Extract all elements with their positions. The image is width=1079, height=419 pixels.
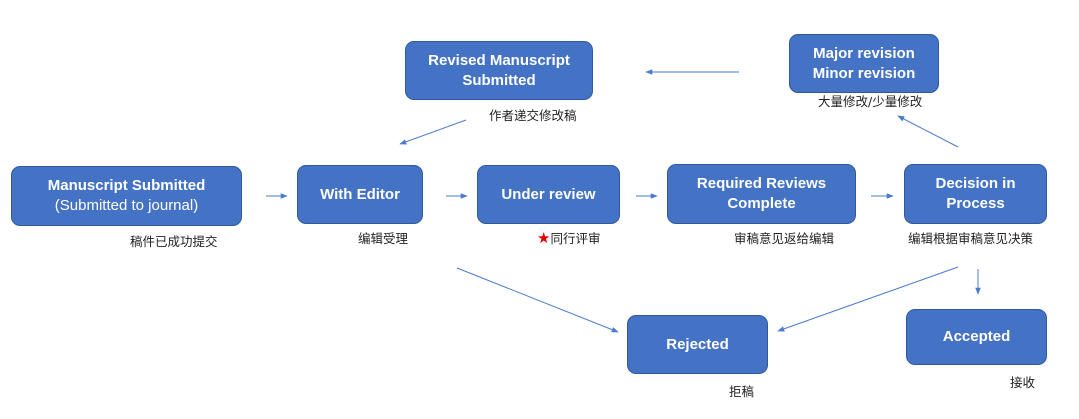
rejected-note: 拒稿: [729, 384, 755, 399]
revised-manuscript-note: 作者递交修改稿: [489, 108, 577, 123]
revised-manuscript-node: Revised Manuscript Submitted: [405, 41, 593, 100]
arrow-revised-to-editor: [399, 119, 467, 145]
with-editor-title: With Editor: [320, 185, 400, 203]
required-reviews-note: 审稿意见返给编辑: [734, 231, 835, 246]
with-editor-note: 编辑受理: [358, 231, 409, 246]
revised-manuscript-title-line1: Revised Manuscript: [428, 51, 570, 69]
under-review-note: 同行评审: [550, 231, 601, 246]
manuscript-submitted-note: 稿件已成功提交: [130, 234, 218, 249]
major-minor-revision-note: 大量修改/少量修改: [818, 94, 923, 109]
required-reviews-title-line1: Required Reviews: [696, 175, 827, 192]
manuscript-submitted-subtitle: (Submitted to journal): [54, 197, 199, 214]
rejected-node: Rejected: [627, 315, 768, 374]
under-review-note-wrap: ★同行评审: [537, 230, 600, 247]
manuscript-submitted-node: Manuscript Submitted (Submitted to journ…: [11, 166, 242, 226]
minor-revision-label: Minor revision: [812, 64, 916, 82]
under-review-title: Under review: [501, 185, 596, 203]
rejected-title: Rejected: [666, 335, 729, 353]
accepted-note: 接收: [1010, 375, 1036, 390]
accepted-title: Accepted: [942, 328, 1011, 345]
with-editor-node: With Editor: [297, 165, 423, 224]
arrow-decision-to-rejected: [777, 266, 959, 332]
revised-manuscript-title-line2: Submitted: [462, 71, 536, 89]
under-review-node: Under review: [477, 165, 620, 224]
decision-title-line1: Decision in: [935, 175, 1016, 192]
major-revision-label: Major revision: [813, 44, 915, 62]
required-reviews-node: Required Reviews Complete: [667, 164, 856, 224]
arrow-editor-to-rejected: [456, 267, 619, 333]
manuscript-submitted-title: Manuscript Submitted: [47, 177, 206, 194]
star-icon: ★: [537, 229, 551, 247]
major-minor-revision-node: Major revision Minor revision: [789, 34, 939, 93]
decision-title-line2: Process: [946, 195, 1005, 212]
decision-note: 编辑根据审稿意见决策: [908, 231, 1034, 246]
arrow-decision-to-revision: [897, 115, 959, 148]
accepted-node: Accepted: [906, 309, 1047, 365]
decision-node: Decision in Process: [904, 164, 1047, 224]
required-reviews-title-line2: Complete: [727, 195, 796, 212]
